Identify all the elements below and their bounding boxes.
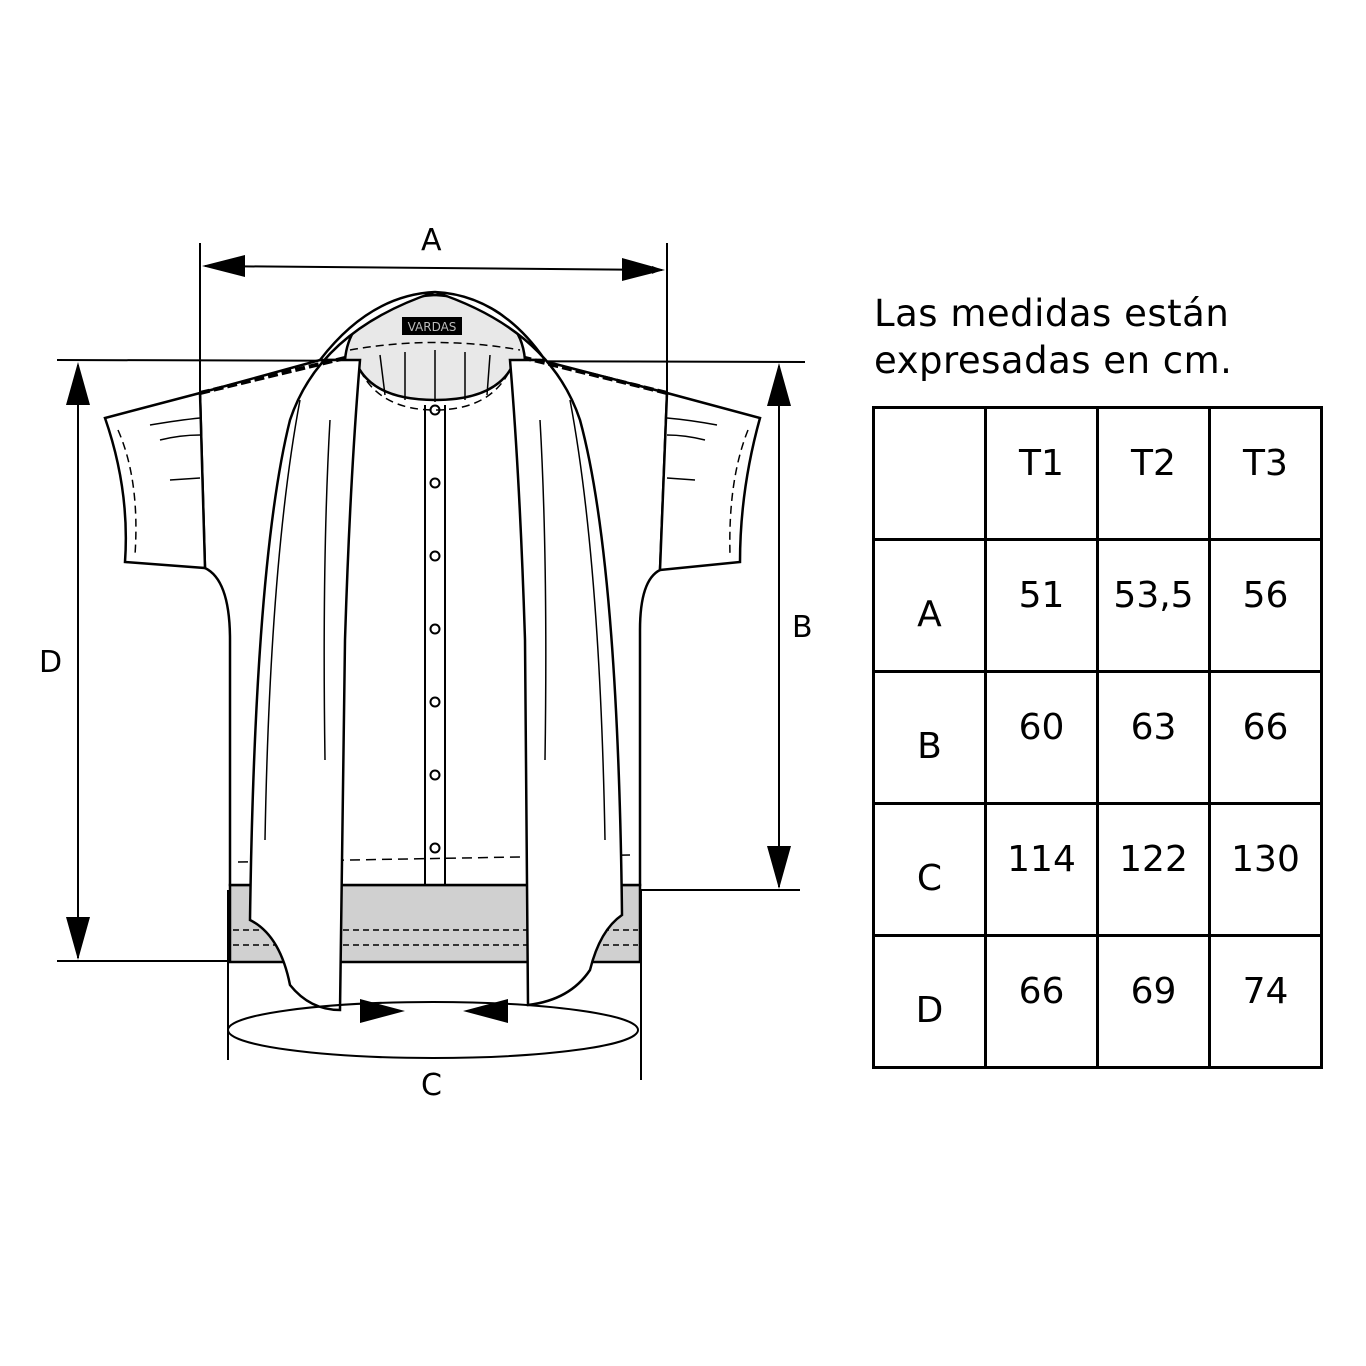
value-cell: 53,5 (1096, 538, 1211, 673)
garment-technical-drawing: VARDAS (56, 243, 806, 1080)
value-cell: 74 (1208, 934, 1323, 1069)
value-cell: 130 (1208, 802, 1323, 937)
header-cell: T3 (1208, 406, 1323, 541)
table-row: C 114 122 130 (872, 802, 1323, 937)
size-table: T1 T2 T3 A 51 53,5 56 B 60 63 66 C 114 1… (872, 406, 1323, 1069)
svg-text:VARDAS: VARDAS (408, 320, 457, 334)
note-line-1: Las medidas están (874, 292, 1230, 335)
dimension-arrow-a (204, 265, 663, 274)
dimension-label-c: C (421, 1068, 442, 1103)
row-label: C (872, 802, 987, 937)
header-cell: T1 (984, 406, 1099, 541)
header-cell (872, 406, 987, 541)
value-cell: 51 (984, 538, 1099, 673)
value-cell: 63 (1096, 670, 1211, 805)
dimension-label-b: B (792, 610, 813, 645)
value-cell: 122 (1096, 802, 1211, 937)
table-row: D 66 69 74 (872, 934, 1323, 1069)
header-cell: T2 (1096, 406, 1211, 541)
table-header-row: T1 T2 T3 (872, 406, 1323, 541)
row-label: B (872, 670, 987, 805)
value-cell: 66 (1208, 670, 1323, 805)
row-label: D (872, 934, 987, 1069)
value-cell: 69 (1096, 934, 1211, 1069)
table-row: A 51 53,5 56 (872, 538, 1323, 673)
dimension-label-a: A (421, 223, 442, 258)
value-cell: 56 (1208, 538, 1323, 673)
value-cell: 66 (984, 934, 1099, 1069)
dimension-label-d: D (39, 645, 63, 680)
row-label: A (872, 538, 987, 673)
table-row: B 60 63 66 (872, 670, 1323, 805)
value-cell: 60 (984, 670, 1099, 805)
note-line-2: expresadas en cm. (874, 339, 1233, 382)
measurement-note: Las medidas están expresadas en cm. (874, 290, 1232, 384)
brand-logo (402, 317, 462, 335)
value-cell: 114 (984, 802, 1099, 937)
dimension-ellipse-c (227, 1001, 639, 1059)
